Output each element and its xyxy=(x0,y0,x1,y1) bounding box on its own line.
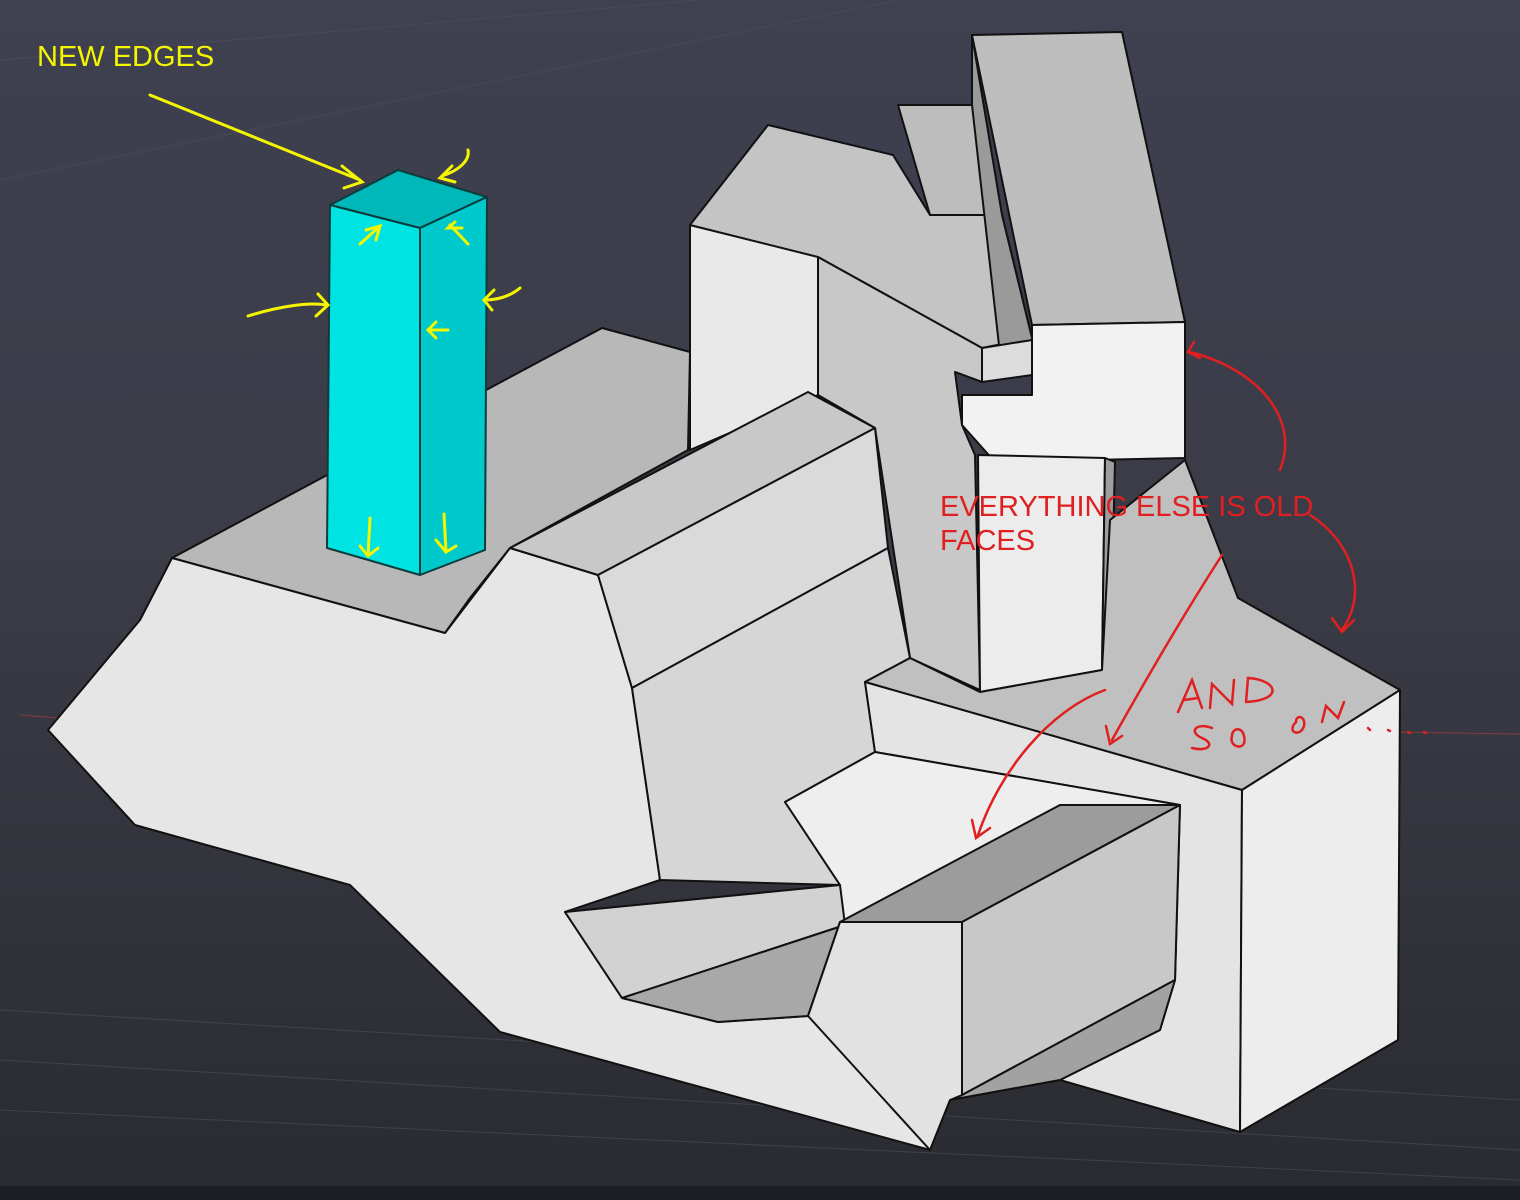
old-faces[interactable] xyxy=(47,31,1401,1151)
arrow-icon xyxy=(1104,553,1224,747)
arrow-icon xyxy=(481,286,522,312)
arrow-icon xyxy=(970,688,1107,841)
old-faces-line-1: EVERYTHING ELSE IS OLD xyxy=(940,491,1314,523)
arrow-icon xyxy=(1308,513,1357,634)
new-edges-label: NEW EDGES xyxy=(37,41,215,73)
new-prism[interactable] xyxy=(326,169,488,576)
prism-front-face[interactable] xyxy=(326,204,421,576)
arrow-icon xyxy=(425,320,450,340)
right-base-side-face[interactable] xyxy=(1239,689,1401,1133)
handwritten-note xyxy=(1176,676,1428,751)
arrow-icon xyxy=(437,148,470,184)
arrow-icon xyxy=(246,292,331,318)
arrow-icon xyxy=(434,512,458,554)
new-edge-markers xyxy=(148,93,522,559)
slab-front-face[interactable] xyxy=(961,321,1186,463)
arrow-icon xyxy=(358,223,383,246)
arrow-icon xyxy=(358,516,380,559)
arrow-icon xyxy=(1186,340,1287,472)
arrow-icon xyxy=(148,93,366,190)
prism-side-face[interactable] xyxy=(419,196,488,576)
status-bar xyxy=(0,1186,1520,1200)
arrow-icon xyxy=(443,220,470,246)
slab-underside-face[interactable] xyxy=(981,339,1033,383)
trench-wall-front-face[interactable] xyxy=(807,921,963,1151)
old-faces-label: EVERYTHING ELSE IS OLD FACES xyxy=(940,490,1313,558)
old-faces-line-2: FACES xyxy=(940,525,1036,557)
old-face-markers xyxy=(970,340,1357,841)
